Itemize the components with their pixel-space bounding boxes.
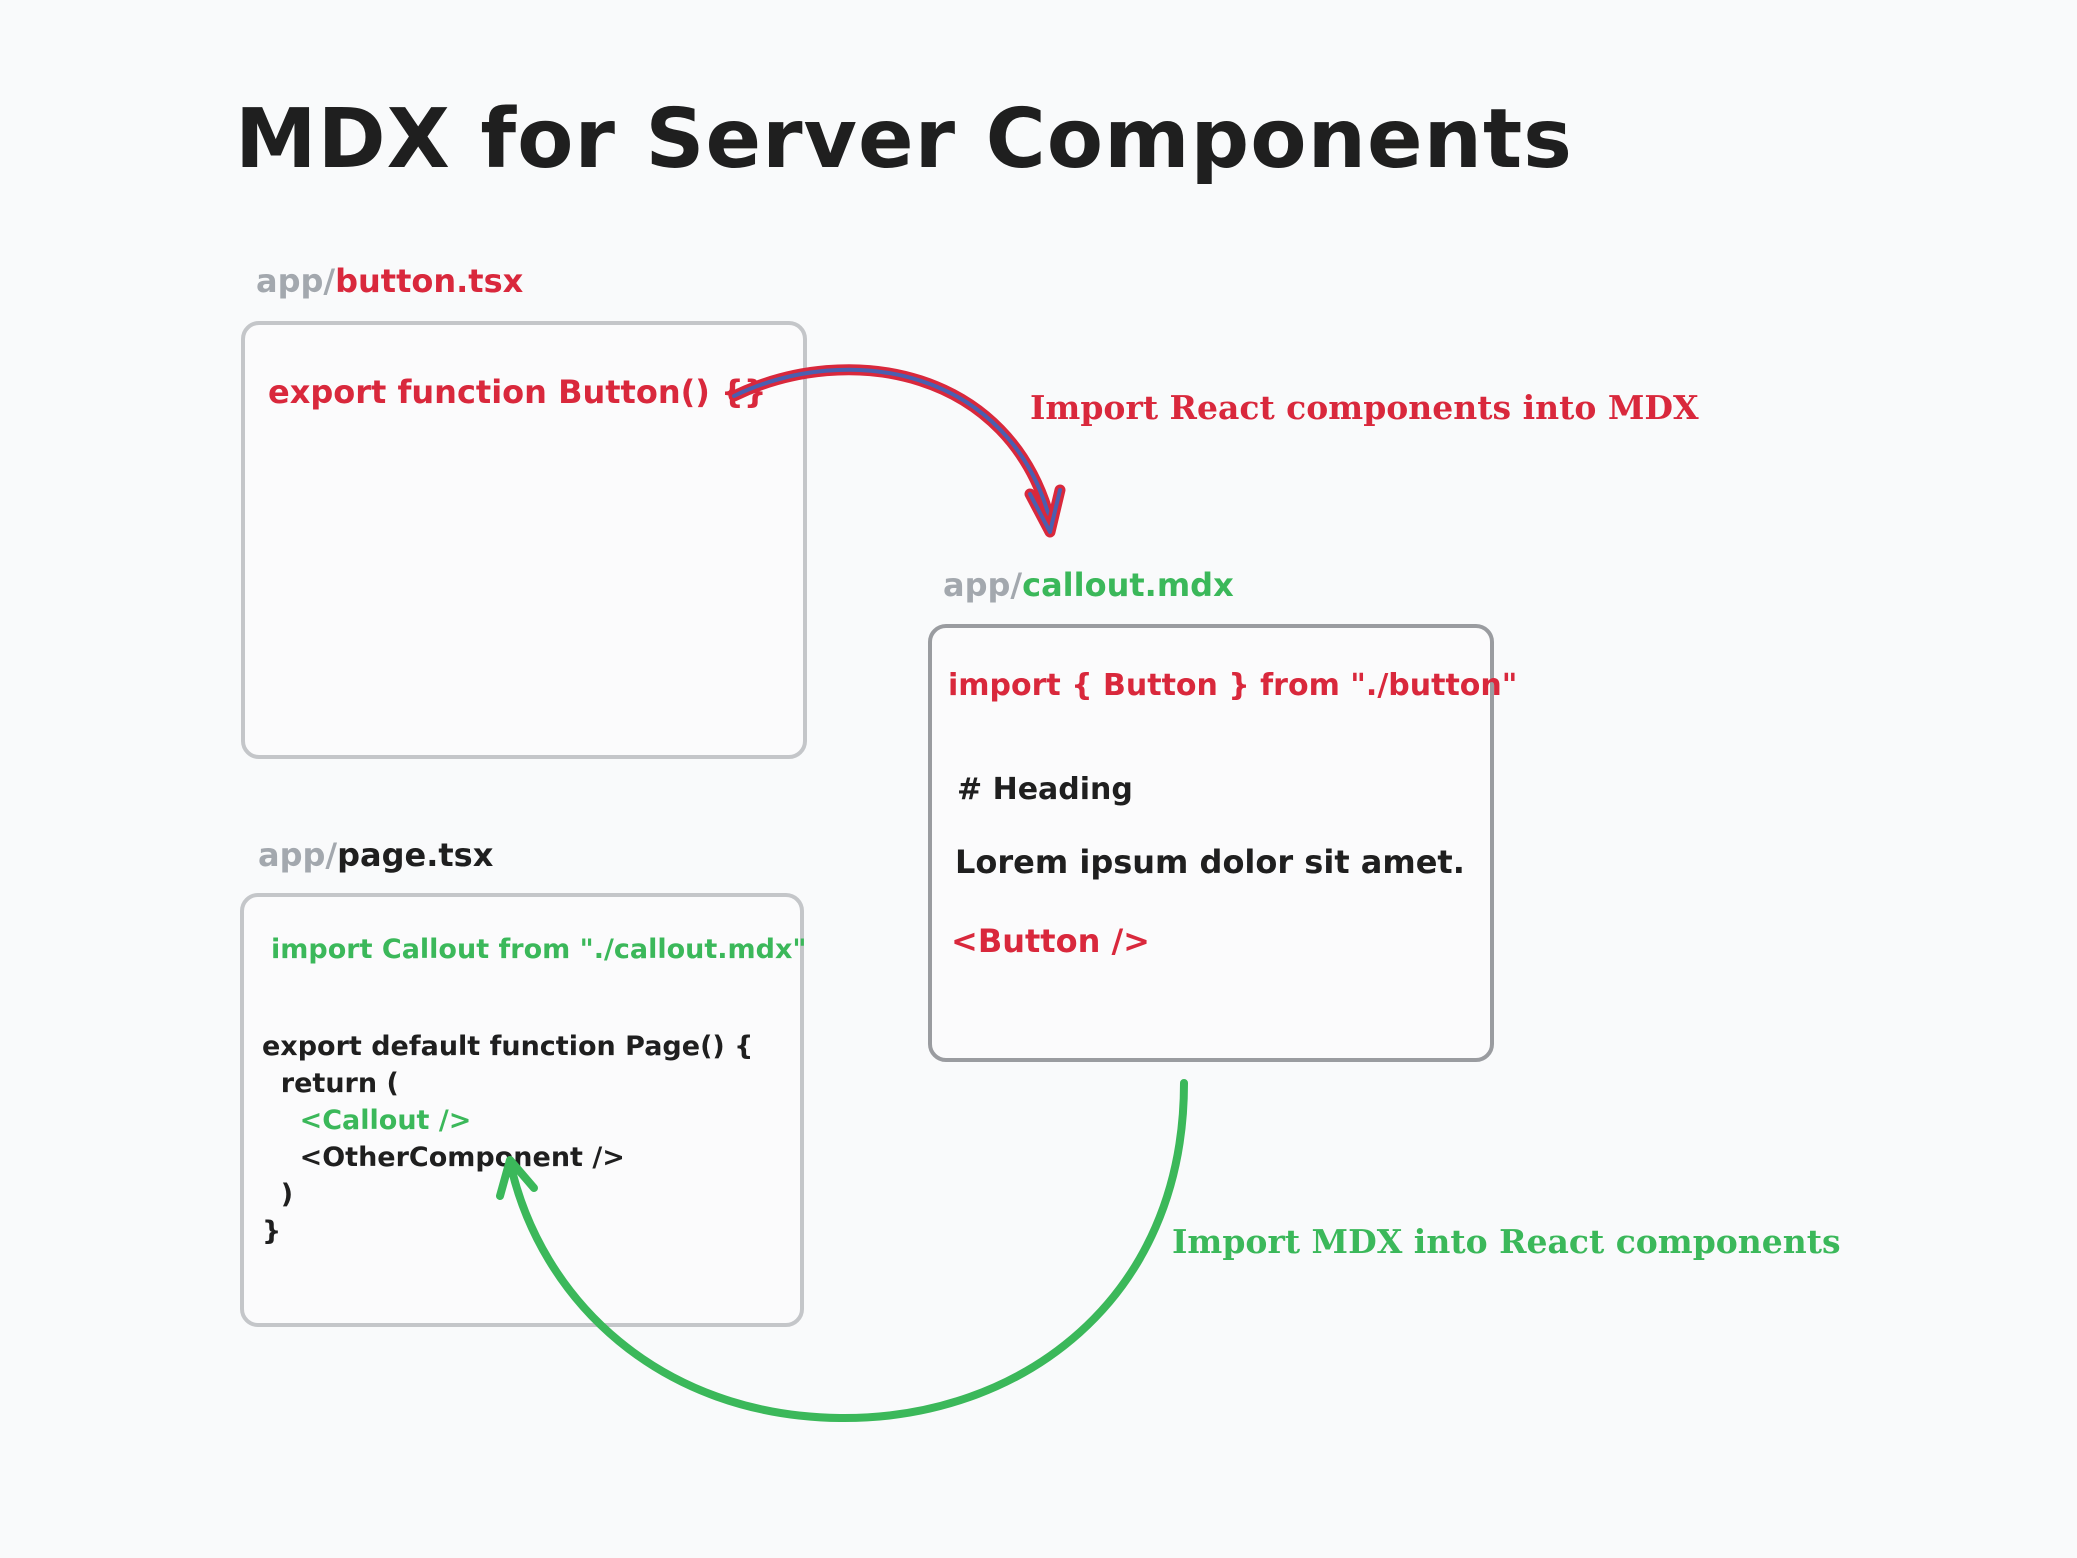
page-close-paren-line: ) <box>262 1179 294 1210</box>
annotation-react-into-mdx: Import React components into MDX <box>1030 388 1699 427</box>
import-react-arrow <box>728 364 1066 538</box>
button-file-prefix: app/ <box>256 262 336 300</box>
page-other-component-line: <OtherComponent /> <box>262 1142 625 1173</box>
button-file-label: app/button.tsx <box>256 262 523 300</box>
annotation-mdx-into-react: Import MDX into React components <box>1172 1222 1841 1261</box>
callout-import-line: import { Button } from "./button" <box>948 668 1518 703</box>
page-file-name: page.tsx <box>337 836 494 874</box>
page-title: MDX for Server Components <box>235 92 1573 187</box>
import-mdx-arrow <box>496 1079 1188 1423</box>
callout-paragraph-line: Lorem ipsum dolor sit amet. <box>955 843 1465 881</box>
button-code-line: export function Button() {} <box>268 373 767 411</box>
callout-component-line: <Button /> <box>951 922 1150 960</box>
button-file-name: button.tsx <box>335 262 524 300</box>
page-file-label: app/page.tsx <box>258 836 493 874</box>
page-file-prefix: app/ <box>258 836 338 874</box>
page-function-line: export default function Page() { <box>262 1031 754 1062</box>
callout-file-name: callout.mdx <box>1022 566 1234 604</box>
page-callout-line: <Callout /> <box>262 1105 472 1136</box>
page-close-brace-line: } <box>262 1216 282 1247</box>
page-import-line: import Callout from "./callout.mdx" <box>271 934 807 965</box>
page-file-box <box>240 893 804 1327</box>
callout-heading-line: # Heading <box>957 772 1133 807</box>
callout-file-box <box>928 624 1494 1062</box>
callout-file-prefix: app/ <box>943 566 1023 604</box>
page-return-line: return ( <box>262 1068 399 1099</box>
callout-file-label: app/callout.mdx <box>943 566 1234 604</box>
button-file-box <box>241 321 807 759</box>
